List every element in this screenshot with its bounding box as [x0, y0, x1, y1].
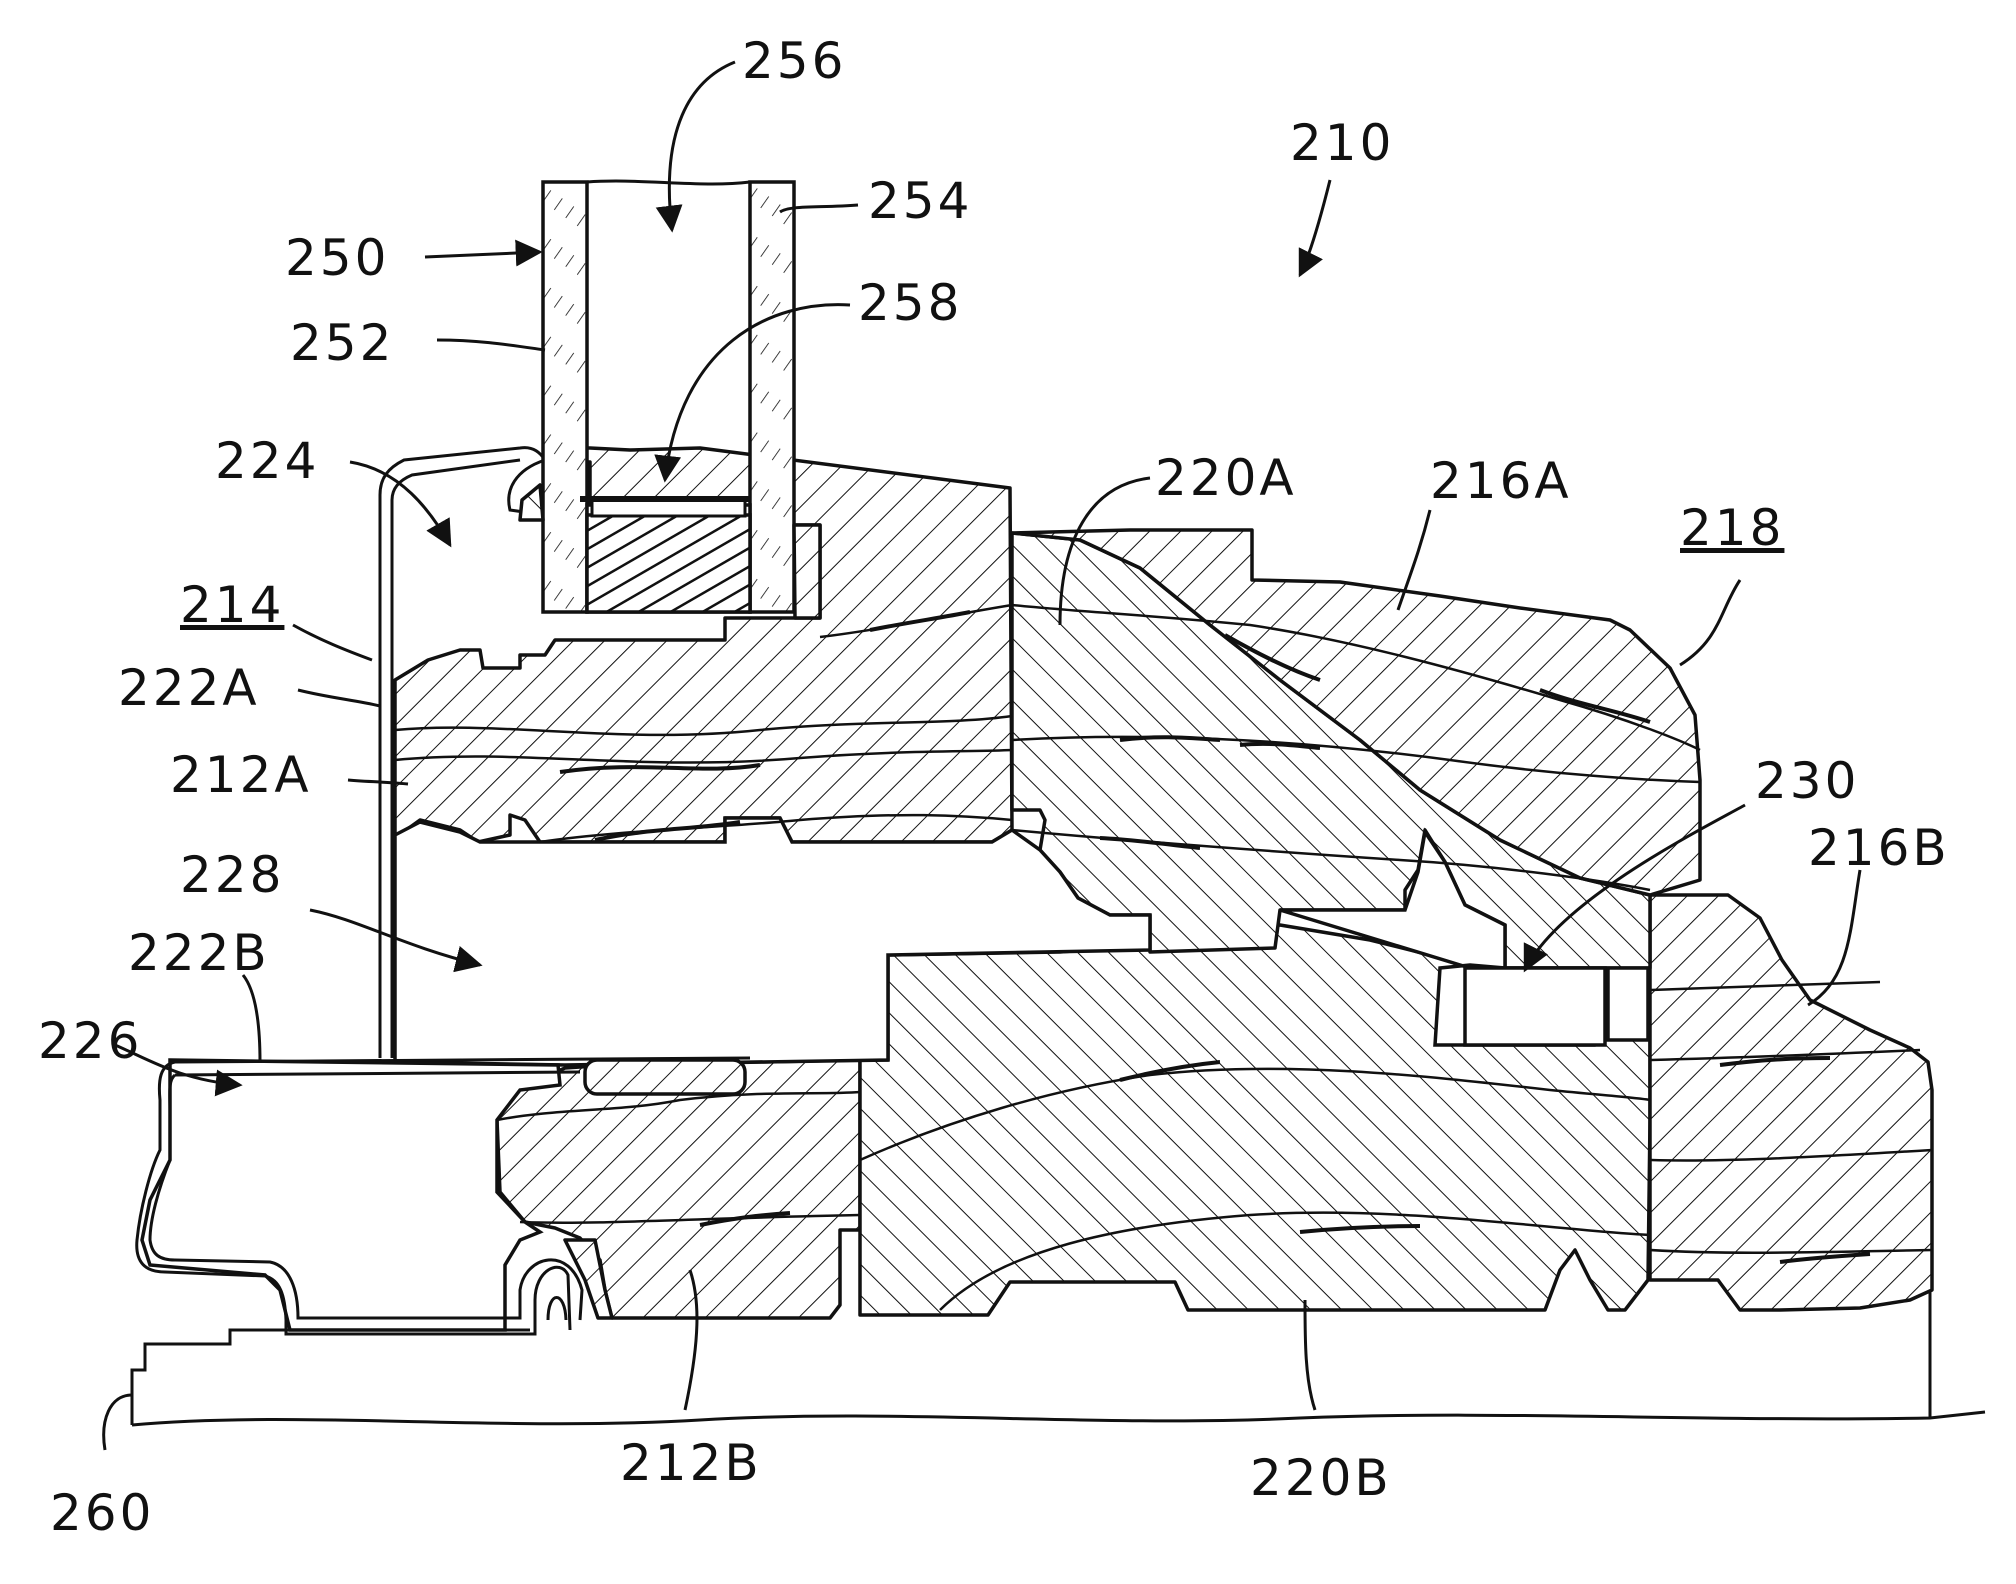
label-228: 228 — [180, 846, 284, 904]
tab-on-212b — [585, 1060, 745, 1094]
tube-socket — [794, 525, 820, 618]
tube-wall-252 — [543, 182, 587, 612]
label-212a: 212A — [170, 746, 312, 804]
chamber-226 — [142, 1060, 560, 1330]
label-220a: 220A — [1155, 449, 1297, 507]
label-222a: 222A — [118, 659, 260, 717]
tube-wall-254 — [750, 182, 794, 612]
label-216b: 216B — [1808, 819, 1950, 877]
label-250: 250 — [285, 229, 389, 287]
cavity-230-pocket — [1465, 968, 1605, 1045]
label-260: 260 — [50, 1484, 154, 1542]
tube-250 — [543, 181, 820, 618]
label-252: 252 — [290, 314, 394, 372]
tube-seat-left — [520, 485, 543, 520]
part-212b — [497, 1060, 860, 1318]
label-216a: 216A — [1430, 452, 1572, 510]
label-224: 224 — [215, 432, 319, 490]
filter-258 — [580, 496, 750, 502]
label-218: 218 — [1680, 499, 1784, 557]
label-210: 210 — [1290, 114, 1394, 172]
label-214: 214 — [180, 576, 284, 634]
part-216b — [1650, 895, 1932, 1310]
label-222b: 222B — [128, 924, 270, 982]
seal-plug — [587, 515, 750, 612]
label-212b: 212B — [620, 1434, 762, 1492]
label-256: 256 — [742, 32, 846, 90]
label-220b: 220B — [1250, 1449, 1392, 1507]
label-226: 226 — [38, 1012, 142, 1070]
label-254: 254 — [868, 172, 972, 230]
label-258: 258 — [858, 274, 962, 332]
label-230: 230 — [1755, 752, 1859, 810]
